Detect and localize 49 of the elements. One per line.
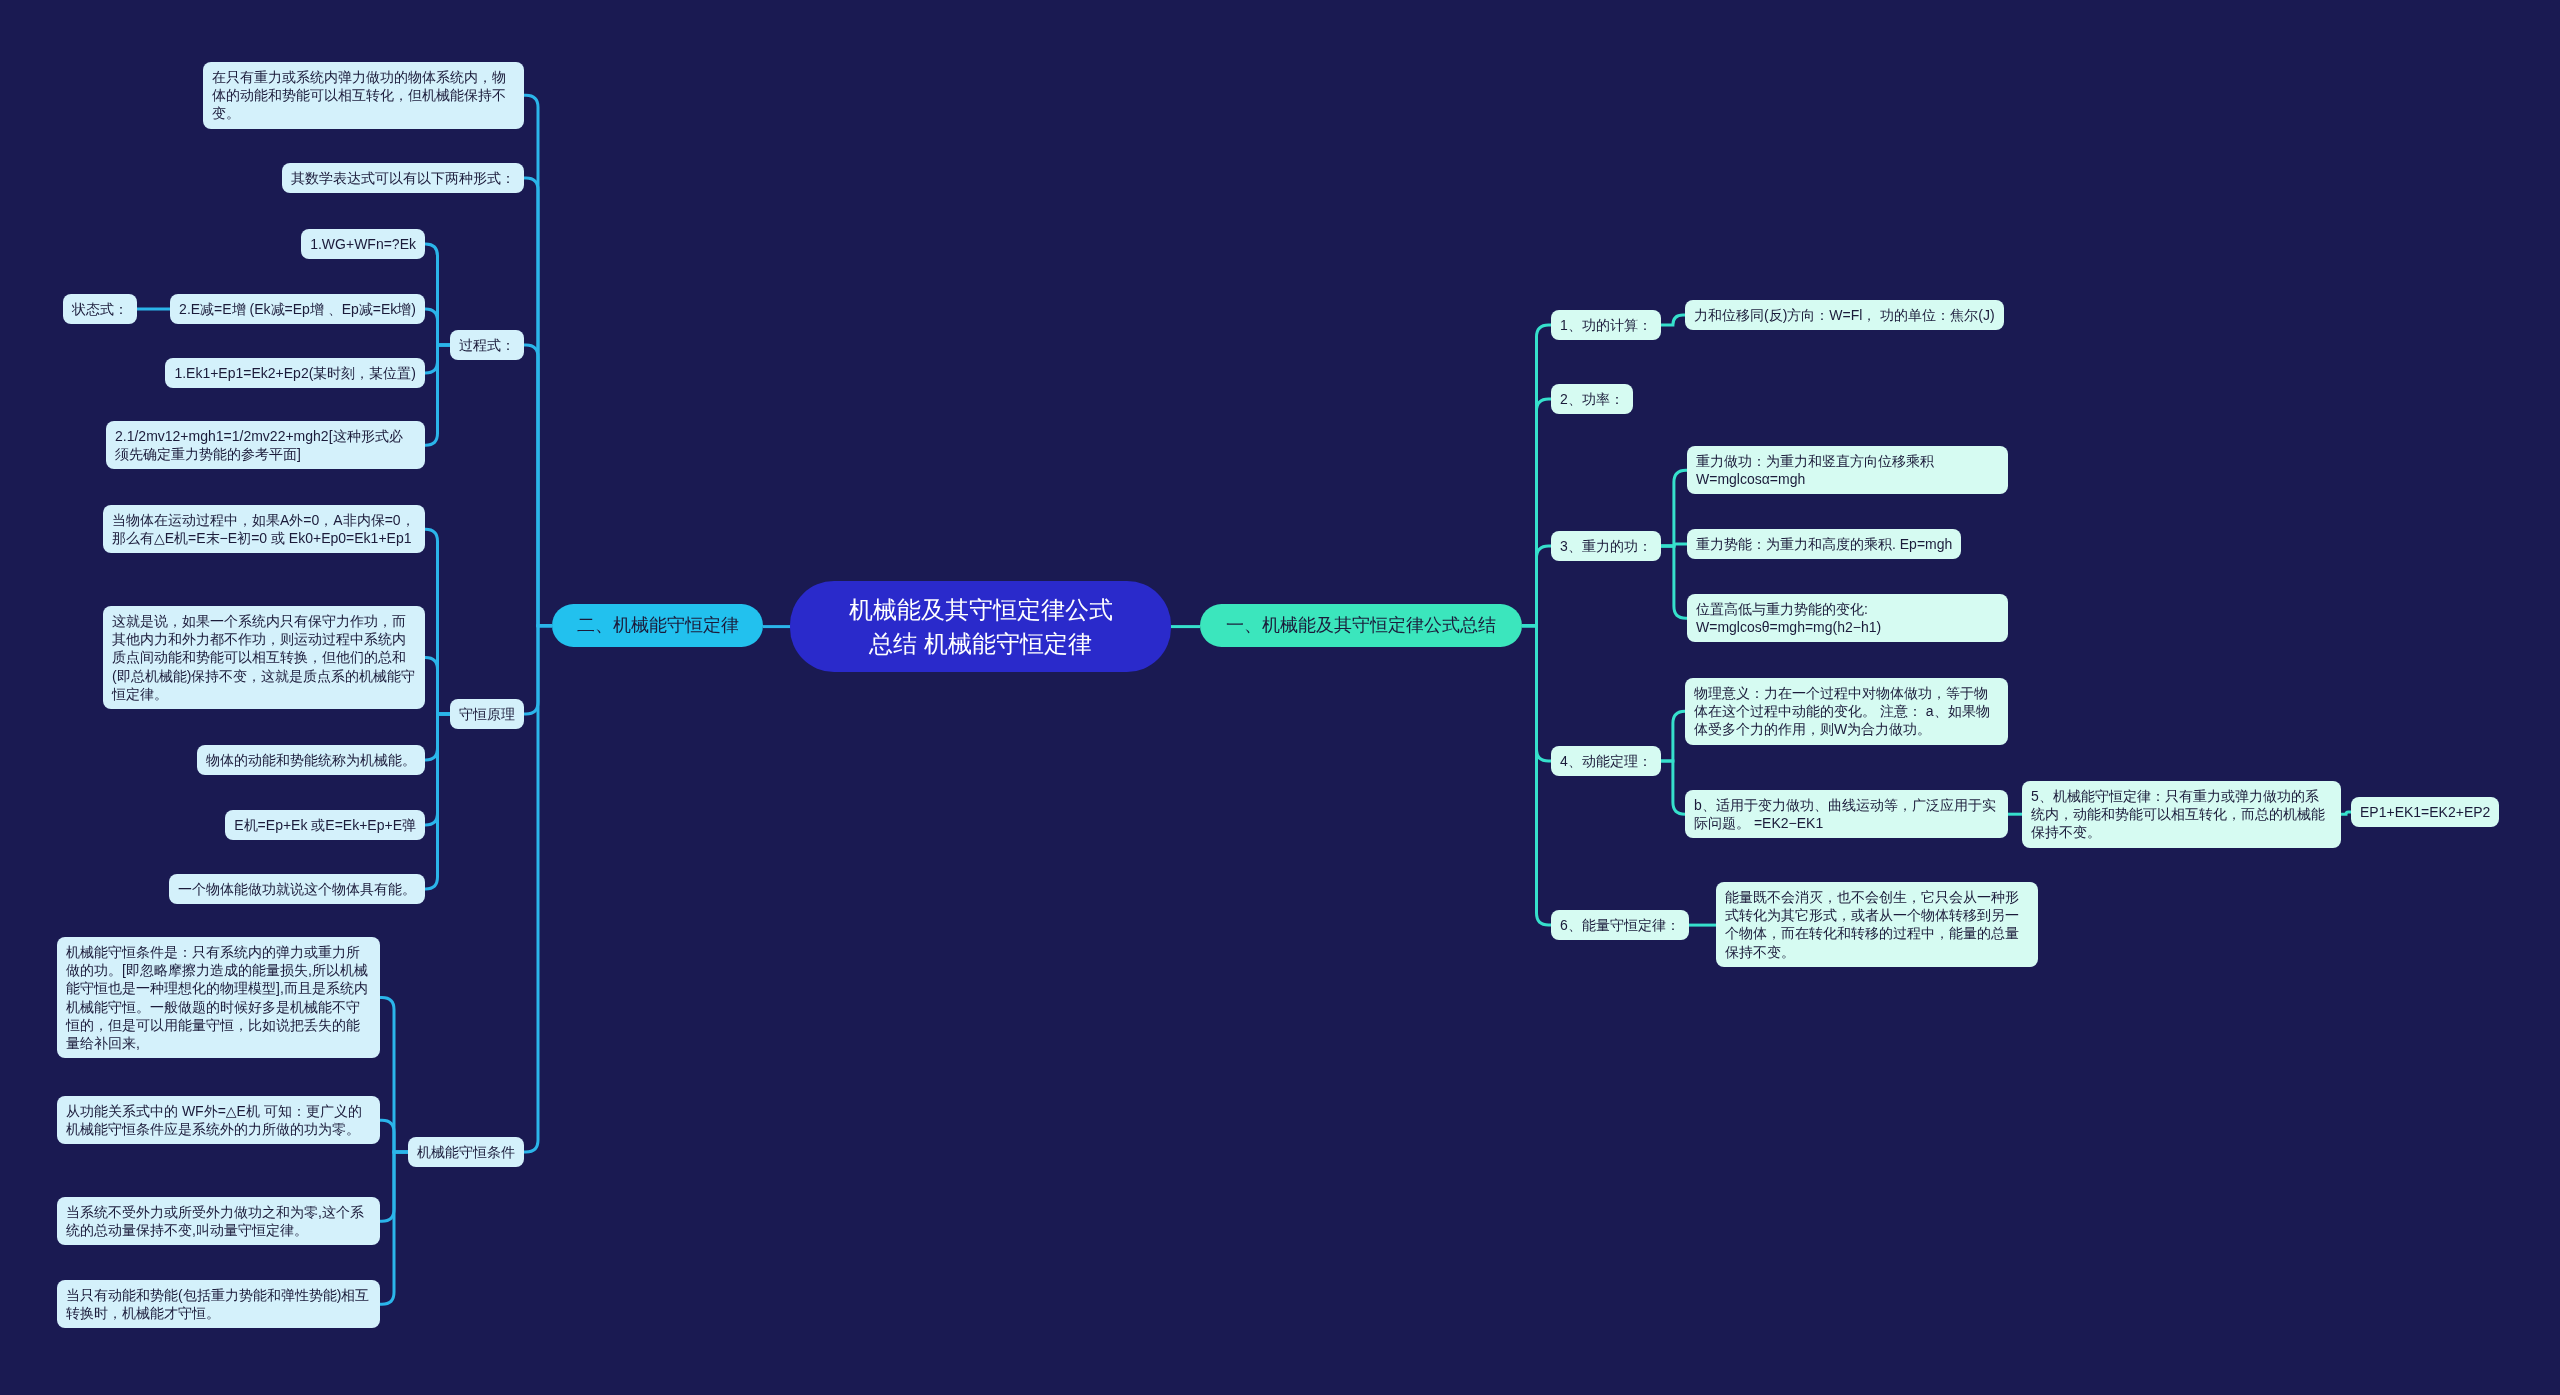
- central-topic: 机械能及其守恒定律公式总结 机械能守恒定律: [790, 581, 1171, 673]
- connector-line: [1688, 923, 1716, 927]
- topic-box: 1、功的计算：: [1551, 310, 1661, 341]
- connector-line: [2341, 810, 2351, 816]
- topic-box: 过程式：: [450, 330, 524, 361]
- topic-box: 一个物体能做功就说这个物体具有能。: [169, 874, 425, 905]
- topic-box: 位置高低与重力势能的变化: W=mglcosθ=mgh=mg(h2−h1): [1687, 594, 2008, 643]
- topic-box: 当物体在运动过程中，如果A外=0，A非内保=0，那么有△E机=E末−E初=0 或 Ek0+Ep0=Ek1+Ep1: [103, 505, 425, 554]
- topic-box: 1.WG+WFn=?Ek: [301, 229, 425, 260]
- connector-line: [1171, 625, 1200, 629]
- connector-line: [1660, 544, 1688, 620]
- topic-box: 其数学表达式可以有以下两种形式：: [282, 163, 524, 194]
- topic-box: 这就是说，如果一个系统内只有保守力作功，而其他内力和外力都不作功，则运动过程中系统内质点间动能和势能可以相互转换，但他们的总和(即总机械能)保持不变，这就是质点系的机械能守恒定律。: [103, 606, 425, 709]
- topic-box: 机械能守恒条件: [408, 1137, 524, 1168]
- topic-box: 重力做功：为重力和竖直方向位移乘积W=mglcosα=mgh: [1687, 446, 2008, 495]
- connector-line: [523, 624, 552, 1154]
- connector-line: [1522, 624, 1551, 927]
- topic-box: 重力势能：为重力和高度的乘积. Ep=mgh: [1687, 529, 1962, 560]
- topic-box: 能量既不会消灭，也不会创生，它只会从一种形式转化为其它形式，或者从一个物体转移到另一个物体，而在转化和转移的过程中，能量的总量保持不变。: [1716, 882, 2038, 967]
- topic-box: 2.1/2mv12+mgh1=1/2mv22+mgh2[这种形式必须先确定重力势能的参考平面]: [106, 421, 425, 470]
- connector-line: [1660, 759, 1687, 816]
- topic-box: 当只有动能和势能(包括重力势能和弹性势能)相互转换时，机械能才守恒。: [57, 1280, 380, 1329]
- topic-box: 4、动能定理：: [1551, 746, 1661, 777]
- connector-line: [424, 712, 450, 891]
- topic-box: 物体的动能和势能统称为机械能。: [197, 745, 425, 776]
- topic-box: 机械能守恒条件是：只有系统内的弹力或重力所做的功。[即忽略摩擦力造成的能量损失,所以机械能守恒也是一种理想化的物理模型],而且是系统内机械能守恒。一般做题的时候好多是机械能不守恒的，但是可以用能量守恒，比如说把丢失的能量给补回来,: [57, 937, 380, 1059]
- connector-line: [1660, 313, 1685, 327]
- connector-line: [2008, 812, 2022, 816]
- topic-box: E机=Ep+Ek 或E=Ek+Ep+E弹: [225, 810, 425, 841]
- topic-box: 在只有重力或系统内弹力做功的物体系统内，物体的动能和势能可以相互转化，但机械能保持不变。: [203, 62, 524, 129]
- connector-line: [424, 343, 450, 447]
- topic-box: 从功能关系式中的 WF外=△E机 可知：更广义的机械能守恒条件应是系统外的力所做的功为零。: [57, 1096, 380, 1145]
- topic-box: 当系统不受外力或所受外力做功之和为零,这个系统的总动量保持不变,叫动量守恒定律。: [57, 1197, 380, 1246]
- topic-box: 5、机械能守恒定律：只有重力或弹力做功的系统内，动能和势能可以相互转化，而总的机械能保持不变。: [2022, 781, 2341, 848]
- topic-box: 6、能量守恒定律：: [1551, 910, 1689, 941]
- branch-topic: 二、机械能守恒定律: [552, 604, 763, 648]
- topic-box: 3、重力的功：: [1551, 531, 1661, 562]
- topic-box: EP1+EK1=EK2+EP2: [2351, 797, 2500, 828]
- connector-line: [763, 625, 790, 629]
- topic-box: 物理意义：力在一个过程中对物体做功，等于物体在这个过程中动能的变化。 注意： a、如果物体受多个力的作用，则W为合力做功。: [1685, 678, 2008, 745]
- topic-box: 2.E减=E增 (Ek减=Ep增 、Ep减=Ek增): [170, 294, 425, 325]
- topic-box: 1.Ek1+Ep1=Ek2+Ep2(某时刻，某位置): [165, 358, 425, 389]
- topic-box: 守恒原理: [450, 699, 524, 730]
- topic-box: b、适用于变力做功、曲线运动等，广泛应用于实际问题。 =EK2−EK1: [1685, 790, 2008, 839]
- topic-box: 2、功率：: [1551, 384, 1633, 415]
- connector-line: [137, 307, 171, 311]
- topic-box: 状态式：: [63, 294, 137, 325]
- topic-box: 力和位移同(反)方向：W=Fl， 功的单位：焦尔(J): [1685, 300, 2004, 331]
- branch-topic: 一、机械能及其守恒定律公式总结: [1200, 604, 1522, 648]
